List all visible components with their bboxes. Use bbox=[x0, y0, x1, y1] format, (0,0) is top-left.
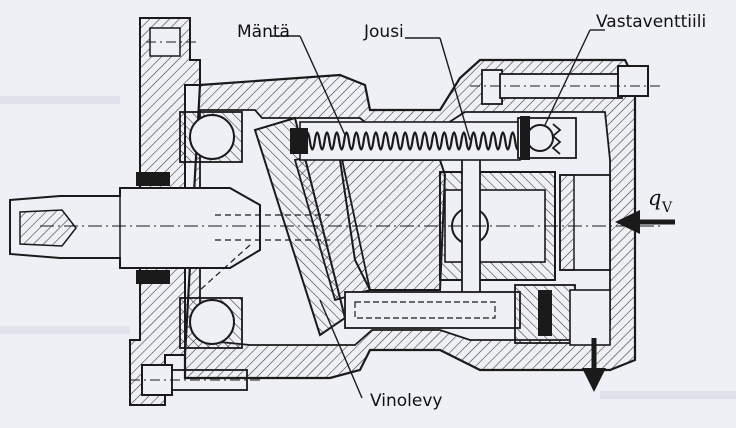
rear-bolt bbox=[470, 65, 660, 105]
spring bbox=[290, 121, 522, 161]
upper-bearing bbox=[179, 111, 243, 163]
label-flow-symbol: q bbox=[648, 186, 661, 210]
label-swash-plate: Vinolevy bbox=[370, 391, 442, 411]
label-spring: Jousi bbox=[363, 22, 404, 42]
inflow-arrow bbox=[615, 210, 675, 234]
outflow-arrow bbox=[582, 338, 606, 392]
label-piston: Mäntä bbox=[237, 22, 290, 42]
background-texture bbox=[0, 96, 736, 399]
lower-bearing bbox=[179, 297, 243, 349]
label-flow-subscript: V bbox=[661, 200, 673, 216]
cylinder-block bbox=[338, 149, 556, 301]
rear-port bbox=[40, 174, 660, 271]
lower-valve bbox=[344, 284, 611, 346]
shaft-seals bbox=[136, 172, 170, 284]
label-check-valve: Vastaventtiili bbox=[596, 12, 706, 32]
check-valve bbox=[517, 116, 577, 160]
leader-lines bbox=[270, 29, 605, 399]
